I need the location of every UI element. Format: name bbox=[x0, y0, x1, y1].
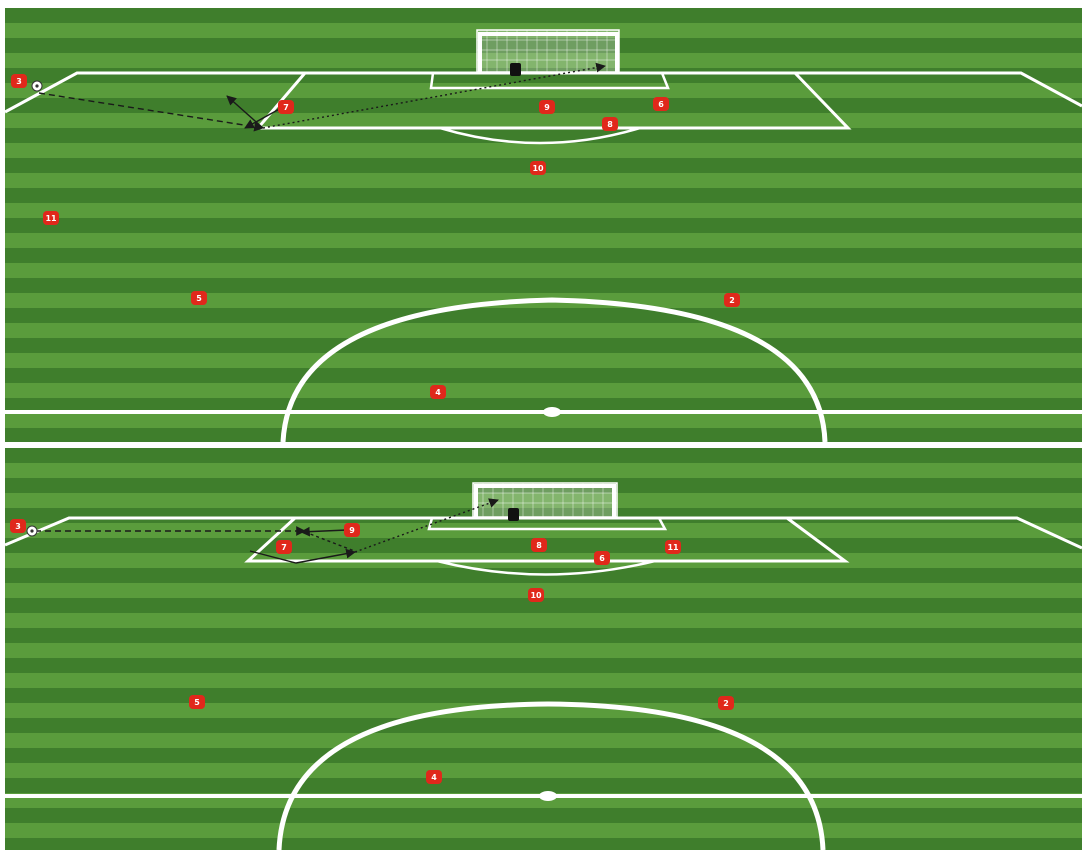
player-label: 2 bbox=[729, 296, 735, 305]
player: 11 bbox=[665, 540, 681, 554]
ball bbox=[32, 81, 42, 91]
player: 6 bbox=[594, 551, 610, 565]
player: 3 bbox=[10, 519, 26, 533]
player-label: 3 bbox=[15, 522, 21, 531]
player-label: 10 bbox=[530, 591, 542, 600]
player: 7 bbox=[278, 100, 294, 114]
player-label: 5 bbox=[196, 294, 202, 303]
player: 8 bbox=[531, 538, 547, 552]
player-label: 2 bbox=[723, 699, 729, 708]
goalkeeper bbox=[508, 508, 519, 521]
centre-spot bbox=[543, 407, 561, 417]
player: 6 bbox=[653, 97, 669, 111]
player: 5 bbox=[191, 291, 207, 305]
player: 4 bbox=[430, 385, 446, 399]
goal-net bbox=[473, 483, 617, 517]
player: 10 bbox=[528, 588, 544, 602]
player-label: 7 bbox=[283, 103, 289, 112]
player-label: 11 bbox=[667, 543, 679, 552]
player: 7 bbox=[276, 540, 292, 554]
goal bbox=[477, 30, 619, 73]
player: 11 bbox=[43, 211, 59, 225]
player-label: 9 bbox=[349, 526, 355, 535]
player-label: 4 bbox=[431, 773, 437, 782]
player-label: 9 bbox=[544, 103, 550, 112]
goal-net bbox=[477, 30, 619, 72]
player-label: 10 bbox=[532, 164, 544, 173]
player-label: 3 bbox=[16, 77, 22, 86]
ball bbox=[27, 526, 37, 536]
player: 2 bbox=[718, 696, 734, 710]
player: 4 bbox=[426, 770, 442, 784]
player: 5 bbox=[189, 695, 205, 709]
pitch-diagram-bottom: 3 9 7 8 6 11 10 5 bbox=[5, 448, 1082, 850]
pitch-diagram-top: 3 7 9 6 8 10 11 5 bbox=[5, 8, 1082, 442]
diagram-panel-bottom: 3 9 7 8 6 11 10 5 bbox=[5, 448, 1082, 850]
player: 8 bbox=[602, 117, 618, 131]
player-label: 8 bbox=[607, 120, 613, 129]
player: 9 bbox=[344, 523, 360, 537]
player-label: 11 bbox=[45, 214, 57, 223]
player-label: 4 bbox=[435, 388, 441, 397]
player-label: 8 bbox=[536, 541, 542, 550]
player: 10 bbox=[530, 161, 546, 175]
goal bbox=[473, 483, 617, 518]
diagram-panel-top: 3 7 9 6 8 10 11 5 bbox=[5, 8, 1082, 442]
player: 3 bbox=[11, 74, 27, 88]
player-label: 7 bbox=[281, 543, 287, 552]
player-label: 5 bbox=[194, 698, 200, 707]
centre-spot bbox=[539, 791, 557, 801]
player-label: 6 bbox=[658, 100, 664, 109]
goalkeeper bbox=[510, 63, 521, 76]
player: 2 bbox=[724, 293, 740, 307]
player-label: 6 bbox=[599, 554, 605, 563]
player: 9 bbox=[539, 100, 555, 114]
